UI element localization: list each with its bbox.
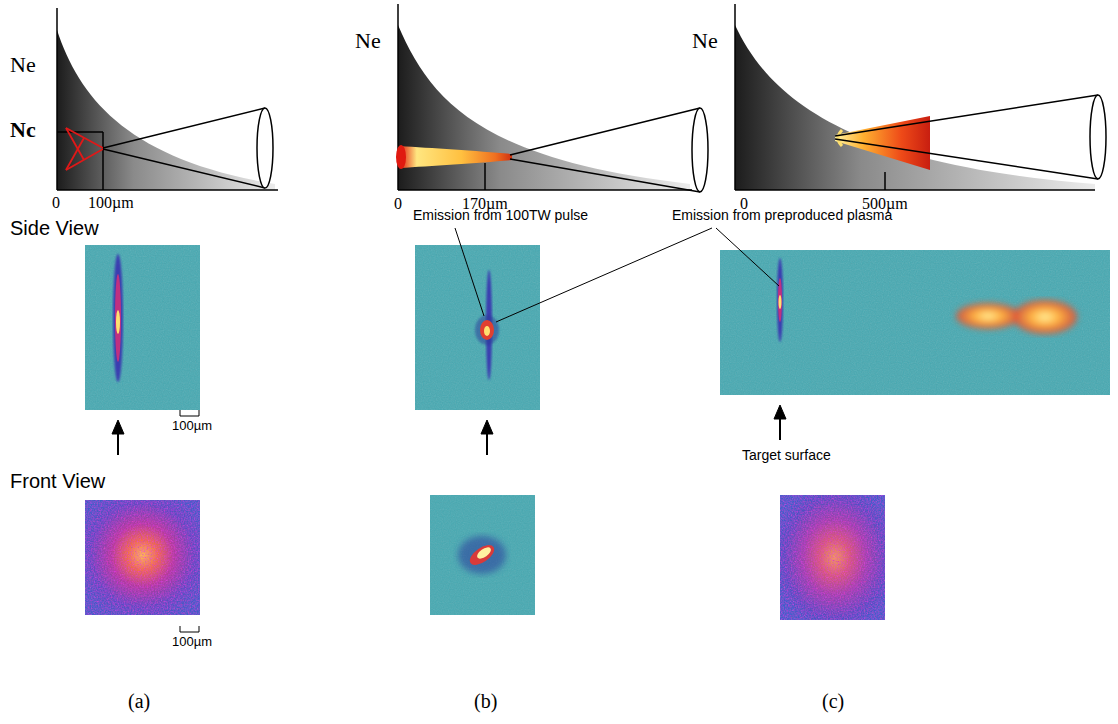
panel-label: (c) [822,690,844,713]
image-noise [85,500,200,615]
emission-halo [458,536,506,574]
density-profile [735,25,1095,190]
emission-core [484,326,490,336]
image-ground [85,500,200,615]
annotation: Emission from 100TW pulse [413,207,588,223]
emission-core [779,295,782,309]
arrow-shaft [779,417,781,440]
image-noise [85,245,200,410]
focusing-lens [1090,95,1106,179]
scale-label: 100µm [172,635,212,650]
axis-tick: 0 [394,195,402,213]
emission-spot [480,320,494,340]
density-axis [56,8,58,190]
front-view-image-c [780,495,885,620]
critical-density-line [57,131,103,133]
image-noise [415,245,540,410]
image-ground [85,245,200,410]
emission-front [838,130,842,146]
image-noise [430,495,535,615]
target-arrows [112,405,786,455]
side-view-image-a [85,245,200,410]
laser-cone-edge [103,149,265,188]
image-noise [780,495,885,620]
panel-label: (b) [474,690,497,713]
emission-spot [467,541,498,569]
panel-label: (a) [128,690,150,713]
laser-cone-edge [510,159,700,192]
scale-bar [180,410,199,416]
image-noise [720,250,1110,395]
leader-line [716,228,779,286]
annotation: Target surface [742,447,831,463]
emission-streak [777,258,783,342]
laser-cone-edge [510,108,700,155]
emission-core [116,310,120,334]
arrow-shaft [117,432,119,455]
emission-streak [115,274,121,362]
arrow-head [774,405,786,419]
arrow-shaft [486,432,488,455]
focusing-lens [257,108,273,188]
arrow-head [112,420,124,434]
image-ground [415,245,540,410]
leader-line [455,228,484,316]
position-axis [57,189,278,191]
image-ground [430,495,535,615]
position-marker [102,132,104,190]
position-marker [884,172,886,190]
channel-end [396,145,406,169]
density-plot-a [57,8,278,190]
position-axis [398,189,692,191]
density-plot-c [735,4,1106,190]
laser-cone-edge [835,139,1098,179]
image-ground [780,495,885,620]
emission-core [475,545,493,561]
emission-streak [778,278,782,322]
reflected-rays [66,128,103,170]
arrow-head [481,420,493,434]
position-marker [484,163,486,190]
leader-line [496,228,712,322]
emission-blob [956,303,1020,329]
emission-streak [113,254,123,382]
image-ground [720,250,1110,395]
density-profile [57,30,275,190]
plasma-channel [400,146,512,168]
scale-bar [180,626,199,632]
row-heading: Front View [10,470,105,493]
side-view-image-b [415,245,540,410]
position-axis [735,189,1095,191]
axis-label: Ne [692,28,718,53]
preplasma-emission-blob [956,300,1077,334]
scale-label: 100µm [172,419,212,434]
emission-halo [475,315,499,345]
axis-tick: 100µm [88,194,134,212]
laser-cone-edge [835,95,1098,136]
axis-tick: 0 [52,194,60,212]
axis-label: Nc [10,117,36,142]
density-axis [734,4,736,190]
side-view-image-c [720,250,1110,395]
annotation: Emission from preproduced plasma [672,207,892,223]
focusing-lens [692,108,708,192]
ray [66,138,84,170]
row-heading: Side View [10,217,99,240]
laser-cone-edge [103,108,265,148]
axis-label: Ne [355,28,381,53]
front-view-image-b [430,495,535,615]
axis-label: Ne [10,52,36,77]
front-view-image-a [85,500,200,615]
density-plot-b [396,4,708,192]
emission-blob [1013,300,1077,334]
